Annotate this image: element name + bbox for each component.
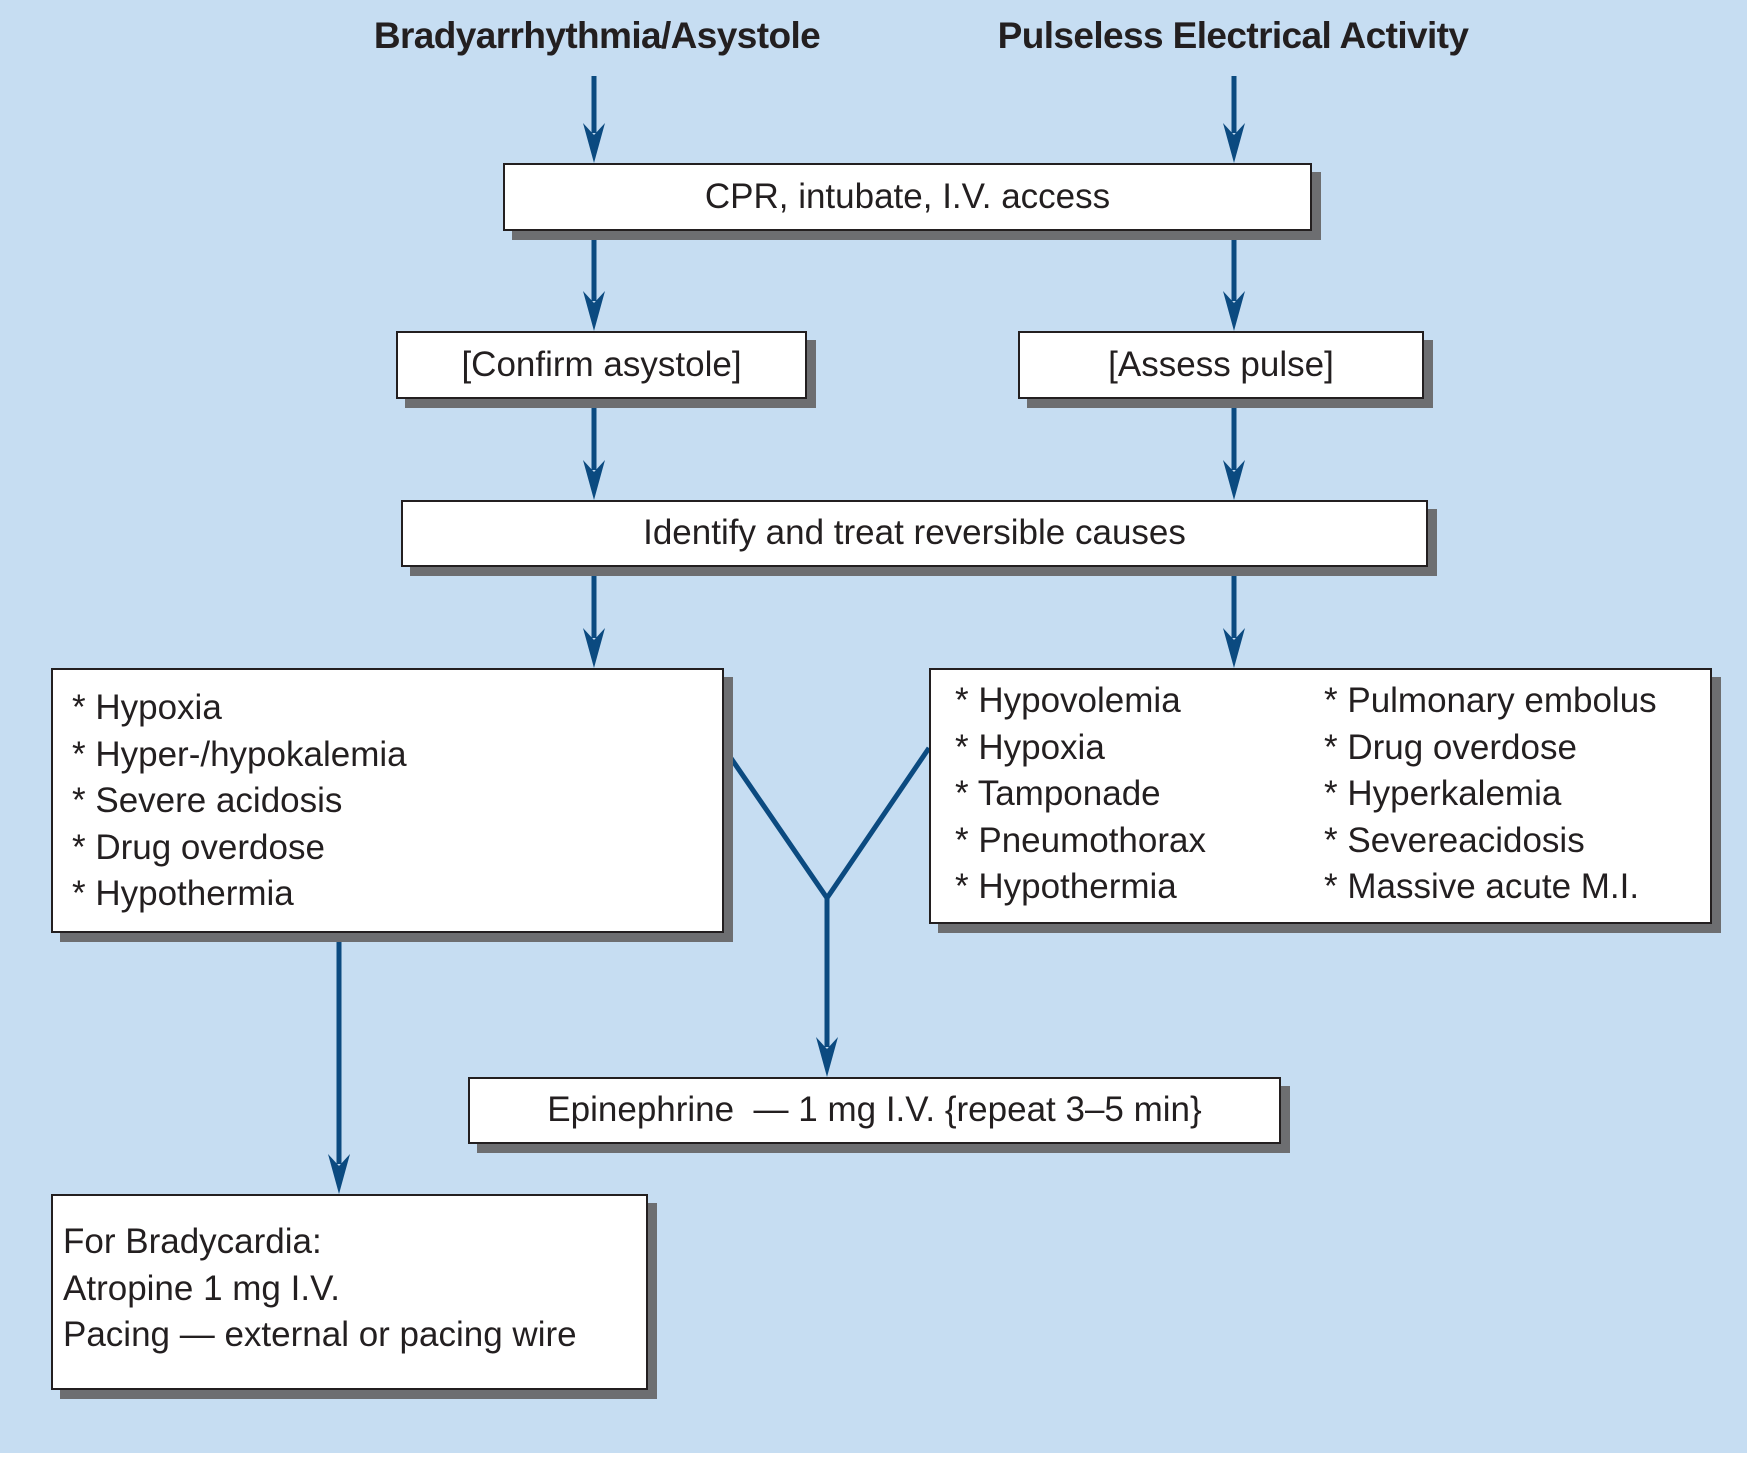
- arrow-assess-to-identify-head-icon: [1223, 460, 1245, 500]
- cause-item: * Drug overdose: [1324, 727, 1577, 767]
- cause-item: * Severe acidosis: [72, 781, 343, 820]
- arrow-header-left-to-cpr-head-icon: [583, 123, 605, 163]
- arrow-identify-to-pea-causes-head-icon: [1223, 628, 1245, 668]
- arrow-asystole-causes-to-bradycardia-head-icon: [328, 1154, 350, 1194]
- cause-item: * Hypoxia: [955, 727, 1105, 767]
- step-confirm-asystole-box: [Confirm asystole]: [396, 331, 807, 399]
- cause-item: * Hypoxia: [72, 688, 222, 727]
- step-assess-pulse-label: [Assess pulse]: [1108, 344, 1334, 384]
- cause-item: * Pneumothorax: [955, 820, 1206, 860]
- pea-causes-list-column-1: * Hypovolemia * Hypoxia * Tamponade * Pn…: [955, 678, 1206, 911]
- cause-item: * Hypothermia: [72, 874, 294, 913]
- cause-item: * Tamponade: [955, 774, 1161, 813]
- step-identify-causes-box: Identify and treat reversible causes: [401, 500, 1428, 567]
- arrow-header-right-to-cpr-head-icon: [1223, 123, 1245, 163]
- step-confirm-asystole-label: [Confirm asystole]: [461, 344, 742, 384]
- step-identify-causes-label: Identify and treat reversible causes: [643, 513, 1186, 553]
- step-epinephrine-box: Epinephrine — 1 mg I.V. {repeat 3–5 min}: [468, 1077, 1281, 1144]
- cause-item: * Hypovolemia: [955, 681, 1181, 720]
- pea-causes-list-column-2: * Pulmonary embolus * Drug overdose * Hy…: [1324, 678, 1657, 911]
- asystole-causes-box: * Hypoxia * Hyper-/hypokalemia * Severe …: [51, 668, 724, 933]
- arrow-cpr-to-confirm-head-icon: [583, 291, 605, 331]
- arrow-identify-to-asystole-causes-head-icon: [583, 628, 605, 668]
- step-assess-pulse-box: [Assess pulse]: [1018, 331, 1424, 399]
- cause-item: * Pulmonary embolus: [1324, 681, 1657, 720]
- header-bradyarrhythmia-asystole: Bradyarrhythmia/Asystole: [373, 15, 821, 56]
- cause-item: * Hyper-/hypokalemia: [72, 734, 407, 774]
- bradycardia-line: Atropine 1 mg I.V.: [63, 1268, 340, 1308]
- asystole-causes-list: * Hypoxia * Hyper-/hypokalemia * Severe …: [72, 685, 407, 918]
- bradycardia-box: For Bradycardia: Atropine 1 mg I.V. Paci…: [51, 1194, 648, 1390]
- arrow-confirm-to-identify-head-icon: [583, 460, 605, 500]
- step-epinephrine-label: Epinephrine — 1 mg I.V. {repeat 3–5 min}: [547, 1090, 1202, 1130]
- merge-connector: [721, 746, 932, 903]
- arrow-group: [328, 76, 1245, 1194]
- cause-item: * Drug overdose: [72, 827, 325, 867]
- bradycardia-lines: For Bradycardia: Atropine 1 mg I.V. Paci…: [63, 1219, 577, 1359]
- bradycardia-heading: For Bradycardia:: [63, 1222, 322, 1261]
- arrow-merge-to-epinephrine-head-icon: [816, 1037, 838, 1077]
- step-cpr-label: CPR, intubate, I.V. access: [704, 176, 1111, 216]
- bradycardia-line: Pacing — external or pacing wire: [63, 1315, 577, 1354]
- pea-causes-box: * Hypovolemia * Hypoxia * Tamponade * Pn…: [929, 668, 1712, 924]
- header-pulseless-electrical-activity: Pulseless Electrical Activity: [997, 15, 1469, 56]
- cause-item: * Hyperkalemia: [1324, 774, 1562, 813]
- cause-item: * Severeacidosis: [1324, 820, 1585, 860]
- step-cpr-box: CPR, intubate, I.V. access: [503, 163, 1312, 231]
- cause-item: * Hypothermia: [955, 867, 1177, 906]
- cause-item: * Massive acute M.I.: [1324, 867, 1640, 906]
- arrow-cpr-to-assess-head-icon: [1223, 291, 1245, 331]
